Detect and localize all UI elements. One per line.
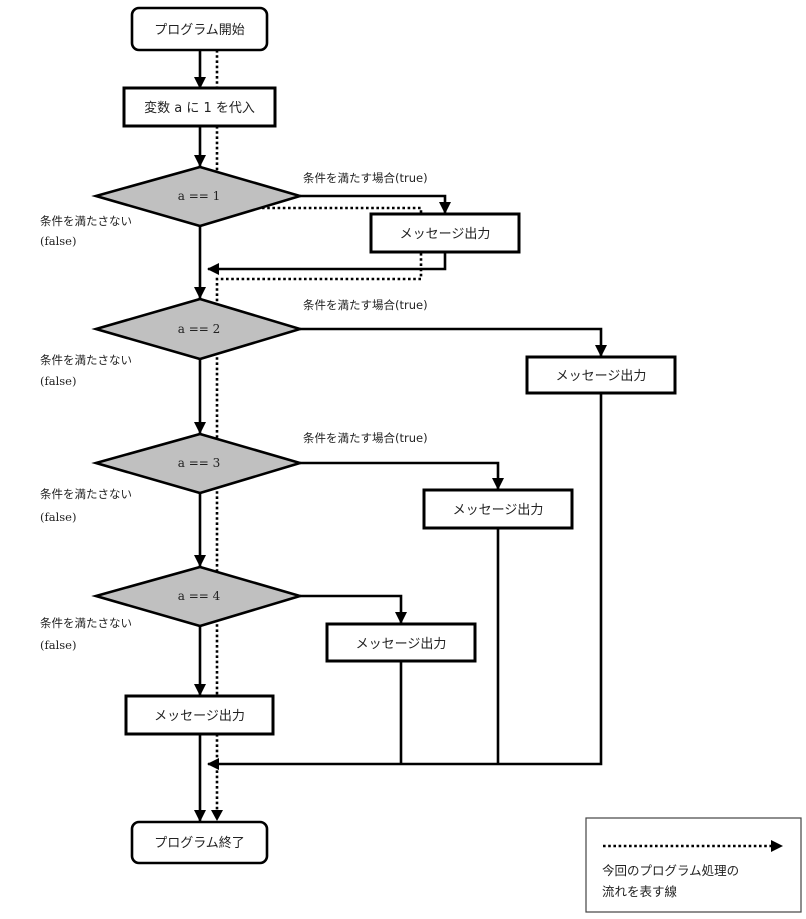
condition-4-false-label: 条件を満たさない <box>40 616 132 630</box>
condition-1-false-sublabel: (false) <box>40 234 76 248</box>
action-node-2: メッセージ出力 <box>525 355 677 395</box>
flow-line-cond1-true <box>300 194 451 214</box>
action-2-label: メッセージ出力 <box>556 369 647 384</box>
action-4-label: メッセージ出力 <box>356 637 447 652</box>
dotted-flow-lines <box>215 50 423 810</box>
assign-node-label: 変数 a に 1 を代入 <box>144 100 255 116</box>
flow-line-cond2-true <box>300 327 607 357</box>
legend-text-line1: 今回のプログラム処理の <box>602 863 739 878</box>
condition-2-false-label: 条件を満たさない <box>40 353 132 367</box>
condition-3-true-label: 条件を満たす場合(true) <box>303 431 428 445</box>
condition-node-2: a == 2 <box>91 297 305 361</box>
start-node: プログラム開始 <box>130 6 269 52</box>
end-node: プログラム終了 <box>130 820 269 865</box>
condition-2-label: a == 2 <box>178 322 221 336</box>
flow-line-cond4-true <box>300 594 407 624</box>
legend-arrowhead-icon <box>771 840 783 852</box>
condition-4-label: a == 4 <box>178 589 221 603</box>
condition-3-false-label: 条件を満たさない <box>40 487 132 501</box>
flow-line-action2-return <box>207 392 603 770</box>
start-node-label: プログラム開始 <box>154 23 245 38</box>
condition-2-true-label: 条件を満たす場合(true) <box>303 298 428 312</box>
condition-1-true-label: 条件を満たす場合(true) <box>303 171 428 185</box>
flow-line-cond3-true <box>300 461 504 490</box>
assign-node: 変数 a に 1 を代入 <box>122 86 277 128</box>
condition-3-label: a == 3 <box>178 456 221 470</box>
condition-node-3: a == 3 <box>91 432 305 495</box>
flow-line-action1-return <box>207 253 447 275</box>
dotted-line-end-arrowhead <box>211 810 223 821</box>
solid-flow-lines <box>194 50 607 822</box>
legend-text-line2: 流れを表す線 <box>602 884 678 899</box>
else-action-node: メッセージ出力 <box>124 694 275 736</box>
condition-4-false-sublabel: (false) <box>40 638 76 652</box>
action-3-label: メッセージ出力 <box>453 503 544 518</box>
condition-node-1: a == 1 <box>91 165 305 228</box>
action-node-1: メッセージ出力 <box>369 212 521 254</box>
action-node-4: メッセージ出力 <box>325 622 477 663</box>
action-1-label: メッセージ出力 <box>400 227 491 242</box>
dotted-line-action1-return <box>215 253 423 306</box>
end-node-label: プログラム終了 <box>154 835 245 851</box>
condition-1-false-label: 条件を満たさない <box>40 214 132 228</box>
condition-3-false-sublabel: (false) <box>40 510 76 524</box>
condition-node-4: a == 4 <box>91 565 305 628</box>
condition-2-false-sublabel: (false) <box>40 374 76 388</box>
action-node-3: メッセージ出力 <box>422 488 574 530</box>
dotted-line-cond1-true <box>262 206 423 216</box>
condition-1-label: a == 1 <box>178 189 221 203</box>
legend: 今回のプログラム処理の 流れを表す線 <box>585 817 802 913</box>
else-action-label: メッセージ出力 <box>154 709 245 724</box>
